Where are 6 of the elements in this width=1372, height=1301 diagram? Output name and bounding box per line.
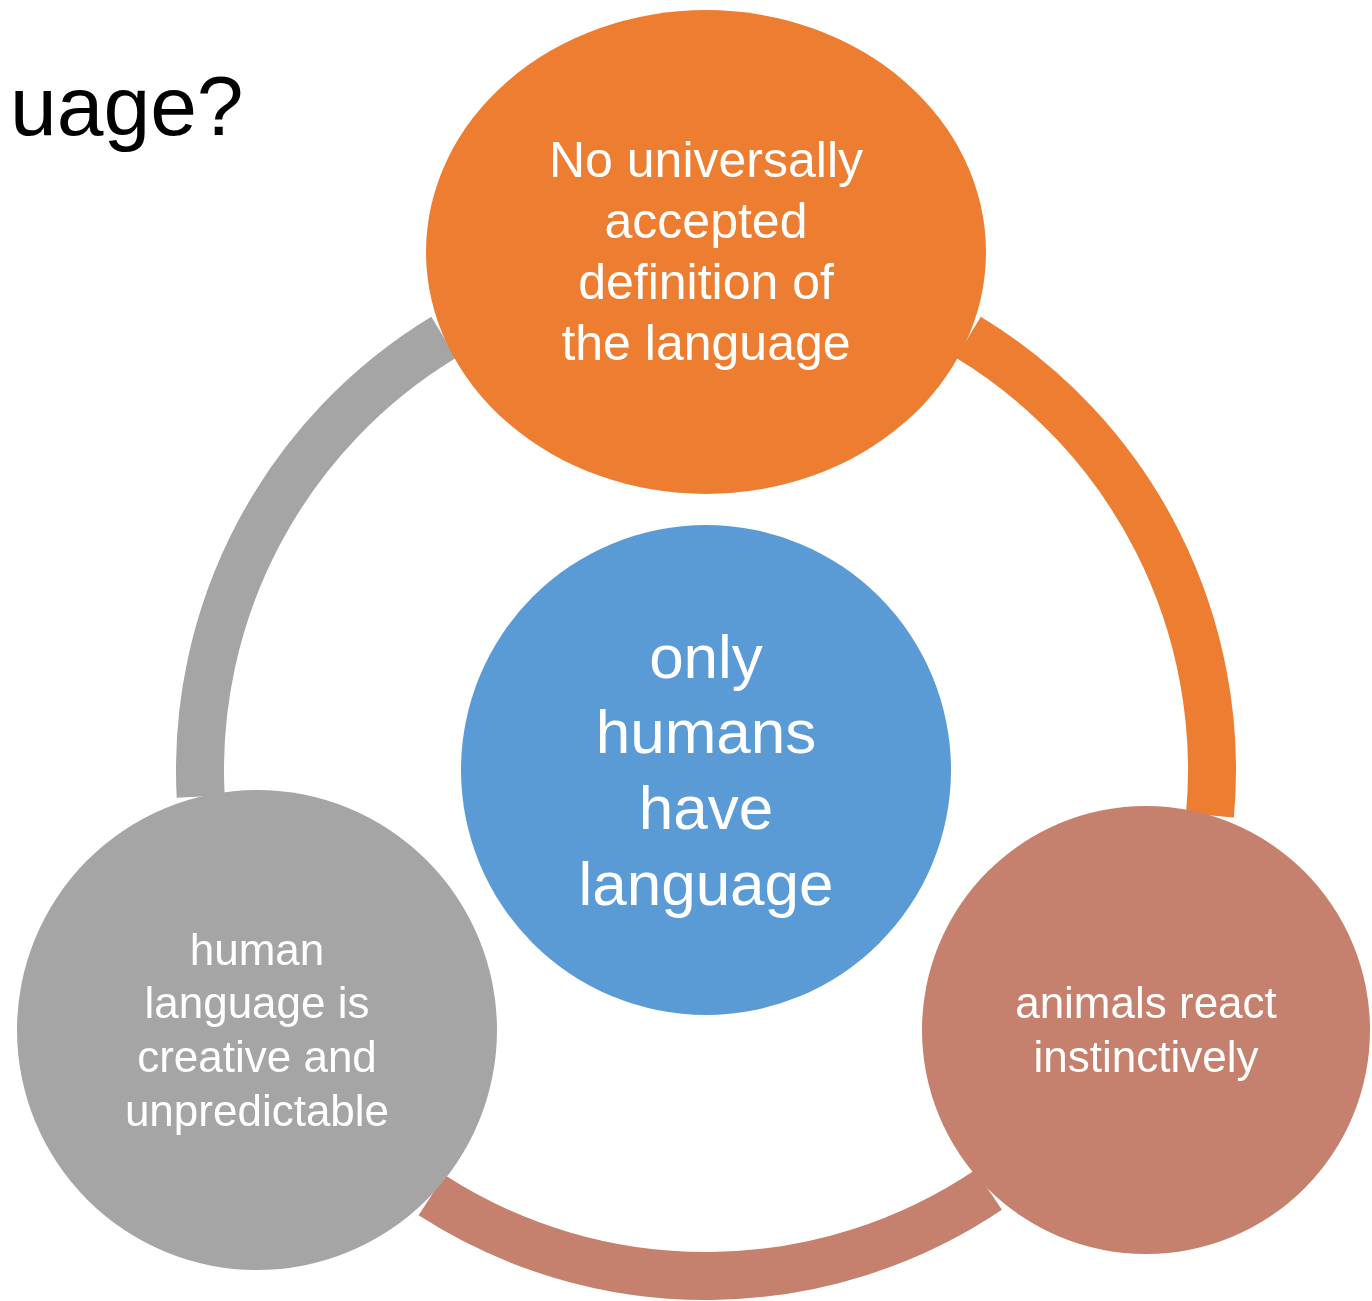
node-text: No universally accepted definition of the language	[548, 131, 864, 373]
node-text: only humans have language	[577, 620, 835, 920]
ring-arc	[419, 1169, 1001, 1300]
node-text: animals react instinctively	[1014, 977, 1278, 1083]
node-text: human language is creative and unpredictable	[123, 923, 391, 1137]
slide-title: uage?	[10, 60, 244, 153]
